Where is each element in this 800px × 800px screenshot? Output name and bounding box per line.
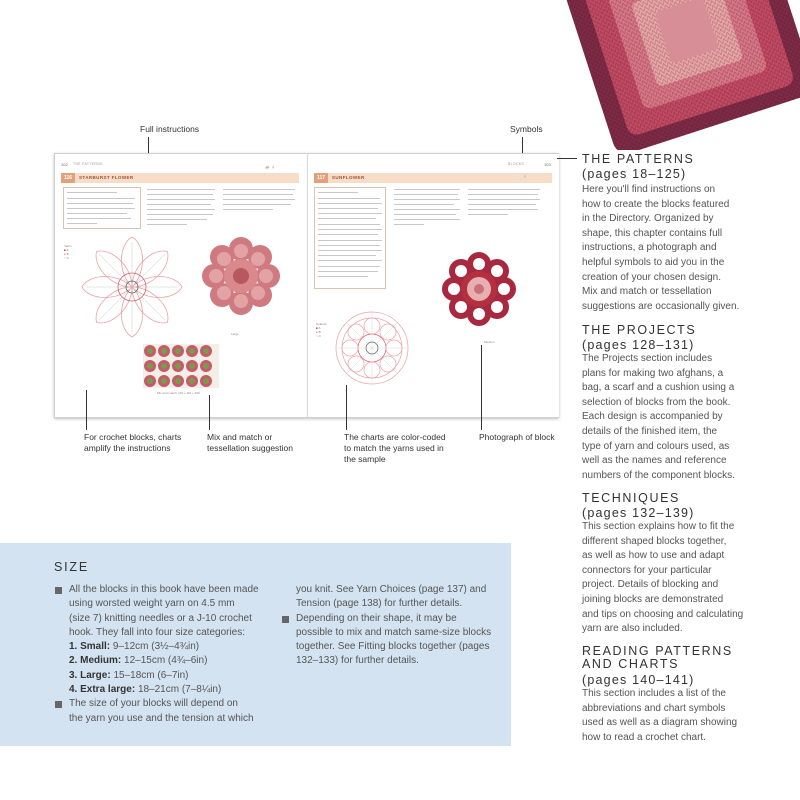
running-head: BLOCKS xyxy=(508,162,524,166)
spread-left-page: 102 THE PATTERNS ▰ ◖ 116 STARBURST FLOWE… xyxy=(55,154,306,417)
annotation-photograph: Photograph of block xyxy=(479,432,555,442)
size-category-small: 1. Small: 9–12cm (3½–4¾in) xyxy=(69,641,200,653)
size-category-large: 3. Large: 15–18cm (6–7in) xyxy=(69,669,189,681)
leader-line xyxy=(481,345,482,430)
special-abbreviation-box xyxy=(314,187,386,289)
section-pages-reading: (pages 140–141) xyxy=(582,673,695,687)
section-title-patterns: THE PATTERNS xyxy=(582,152,695,166)
block-name: SUNFLOWER xyxy=(332,175,365,180)
knitted-swatch-photo xyxy=(562,0,800,150)
annotation-full-instructions: Full instructions xyxy=(140,124,200,134)
section-title-reading: READING PATTERNS AND CHARTS xyxy=(582,644,733,671)
size-bullet: All the blocks in this book have been ma… xyxy=(54,583,276,640)
block-title-bar: 116 STARBURST FLOWER xyxy=(61,173,299,183)
yarn-symbol-icon: ▰ ◖ xyxy=(265,165,275,171)
photo-caption: Medium xyxy=(484,340,495,344)
block-number: 117 xyxy=(314,173,328,183)
block-name: STARBURST FLOWER xyxy=(79,175,134,180)
size-heading: SIZE xyxy=(54,560,89,574)
book-spread-image: 102 THE PATTERNS ▰ ◖ 116 STARBURST FLOWE… xyxy=(54,153,559,418)
annotation-mix-match: Mix and match or tessellation suggestion xyxy=(207,432,294,453)
page-number: 103 xyxy=(544,162,551,167)
leader-line xyxy=(209,395,210,430)
size-paragraph: you knit. See Yarn Choices (page 137) an… xyxy=(296,584,487,610)
chart-key: Colours ■ A ■ B □ C xyxy=(316,322,327,338)
annotation-symbols: Symbols xyxy=(510,124,543,134)
annotation-crochet-charts: For crochet blocks, charts amplify the i… xyxy=(84,432,182,453)
running-head: THE PATTERNS xyxy=(73,162,103,166)
tessellation-photo xyxy=(143,344,219,388)
crochet-chart-sunflower xyxy=(335,311,409,385)
tessellation-caption: Mix and match: 116 + 116 + 150 xyxy=(157,391,200,395)
size-column-2: you knit. See Yarn Choices (page 137) an… xyxy=(281,583,509,669)
size-info-box xyxy=(0,543,511,746)
chart-key: Yarns ■ A ■ B □ C xyxy=(64,244,72,260)
yarn-symbol-icon: ◖ xyxy=(523,174,527,180)
crochet-chart-starburst xyxy=(81,236,183,338)
leader-line xyxy=(557,158,577,159)
photo-caption: Large xyxy=(231,332,239,336)
leader-line xyxy=(86,390,87,430)
leader-line xyxy=(522,137,523,161)
spread-right-page: 103 BLOCKS 117 SUNFLOWER ◖ xyxy=(307,154,559,417)
size-category-medium: 2. Medium: 12–15cm (4¾–6in) xyxy=(69,655,208,667)
special-abbreviation-box xyxy=(63,187,141,229)
leader-line xyxy=(346,385,347,430)
block-number: 116 xyxy=(61,173,75,183)
block-title-bar: 117 SUNFLOWER xyxy=(314,173,552,183)
section-title-techniques: TECHNIQUES xyxy=(582,491,680,505)
photo-sunflower xyxy=(442,252,516,326)
size-category-extra-large: 4. Extra large: 18–21cm (7–8¼in) xyxy=(69,684,222,696)
size-column-1: All the blocks in this book have been ma… xyxy=(54,583,276,726)
section-pages-patterns: (pages 18–125) xyxy=(582,167,687,181)
photo-starburst-flower xyxy=(202,237,280,315)
section-pages-projects: (pages 128–131) xyxy=(582,338,695,352)
annotation-color-coded: The charts are color-coded to match the … xyxy=(344,432,446,464)
section-title-projects: THE PROJECTS xyxy=(582,323,697,337)
page-number: 102 xyxy=(61,162,68,167)
section-pages-techniques: (pages 132–139) xyxy=(582,506,695,520)
